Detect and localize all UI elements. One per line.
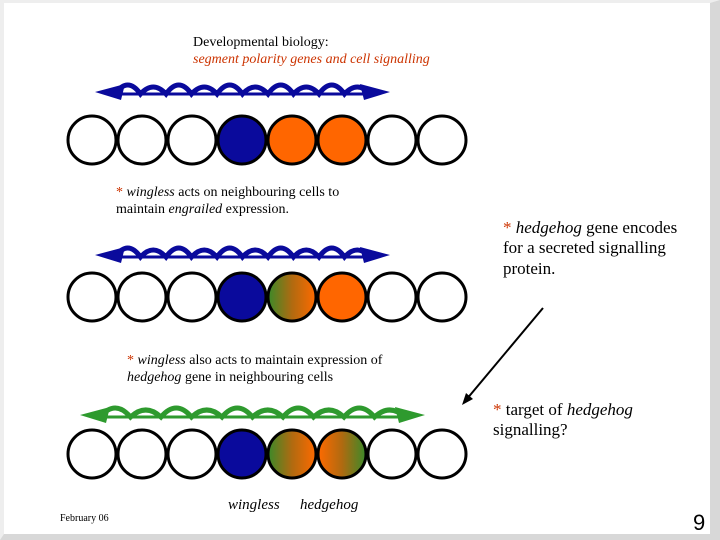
note-text: for a secreted signalling bbox=[503, 238, 666, 258]
cell bbox=[416, 428, 468, 480]
annotation-text: expression. bbox=[222, 201, 290, 217]
note-text: gene encodes bbox=[581, 218, 678, 237]
footer-date: February 06 bbox=[60, 513, 109, 524]
annotation-wingless-engrailed: * wingless acts on neighbouring cells to… bbox=[116, 185, 339, 219]
cell bbox=[266, 114, 318, 166]
cell bbox=[166, 271, 218, 323]
signal-band bbox=[95, 245, 390, 263]
cell bbox=[116, 428, 168, 480]
note-hedgehog-secreted: * hedgehog gene encodes for a secreted s… bbox=[503, 218, 677, 279]
cell bbox=[316, 271, 368, 323]
cell bbox=[316, 428, 368, 480]
term-hedgehog: hedgehog bbox=[127, 369, 182, 385]
cell-row bbox=[66, 82, 468, 166]
cell bbox=[216, 271, 268, 323]
annotation-text: acts on neighbouring cells to bbox=[174, 185, 340, 200]
page-number: 9 bbox=[693, 510, 706, 535]
legend-wingless: wingless bbox=[228, 497, 280, 513]
signal-band bbox=[95, 82, 390, 100]
cell bbox=[266, 271, 318, 323]
title-subtitle: segment polarity genes and cell signalli… bbox=[193, 51, 430, 67]
cell-row bbox=[66, 245, 468, 323]
cell bbox=[166, 114, 218, 166]
term-hedgehog: hedgehog bbox=[566, 400, 633, 419]
bullet-star: * bbox=[127, 353, 138, 368]
annotation-text: maintain bbox=[116, 201, 169, 217]
bullet-star: * bbox=[116, 185, 127, 200]
note-hedgehog-target: * target of hedgehog signalling? bbox=[493, 400, 633, 441]
cell-row bbox=[66, 405, 468, 480]
cell bbox=[266, 428, 318, 480]
cell bbox=[166, 428, 218, 480]
cell bbox=[216, 428, 268, 480]
cell bbox=[366, 271, 418, 323]
cell bbox=[366, 114, 418, 166]
note-text: signalling? bbox=[493, 420, 568, 440]
bullet-star: * bbox=[493, 400, 506, 419]
cell bbox=[66, 428, 118, 480]
cell bbox=[416, 114, 468, 166]
legend-hedgehog: hedgehog bbox=[300, 497, 359, 513]
cell bbox=[216, 114, 268, 166]
term-wingless: wingless bbox=[126, 185, 175, 200]
page-title: Developmental biology: segment polarity … bbox=[193, 35, 430, 69]
cell bbox=[116, 271, 168, 323]
bullet-star: * bbox=[503, 218, 516, 237]
annotation-text: gene in neighbouring cells bbox=[181, 369, 334, 385]
term-wingless: wingless bbox=[137, 353, 186, 368]
note-text: protein. bbox=[503, 258, 556, 278]
cell bbox=[366, 428, 418, 480]
term-engrailed: engrailed bbox=[168, 201, 223, 217]
title-line1: Developmental biology: bbox=[193, 35, 329, 50]
cell bbox=[416, 271, 468, 323]
annotation-wingless-hedgehog: * wingless also acts to maintain express… bbox=[127, 353, 382, 387]
pointer-arrow bbox=[462, 307, 544, 405]
cell bbox=[66, 271, 118, 323]
cell bbox=[316, 114, 368, 166]
annotation-text: also acts to maintain expression of bbox=[185, 353, 383, 368]
signal-band bbox=[80, 405, 425, 423]
cell bbox=[116, 114, 168, 166]
term-hedgehog: hedgehog bbox=[515, 218, 582, 237]
cell bbox=[66, 114, 118, 166]
note-text: target of bbox=[505, 400, 567, 419]
